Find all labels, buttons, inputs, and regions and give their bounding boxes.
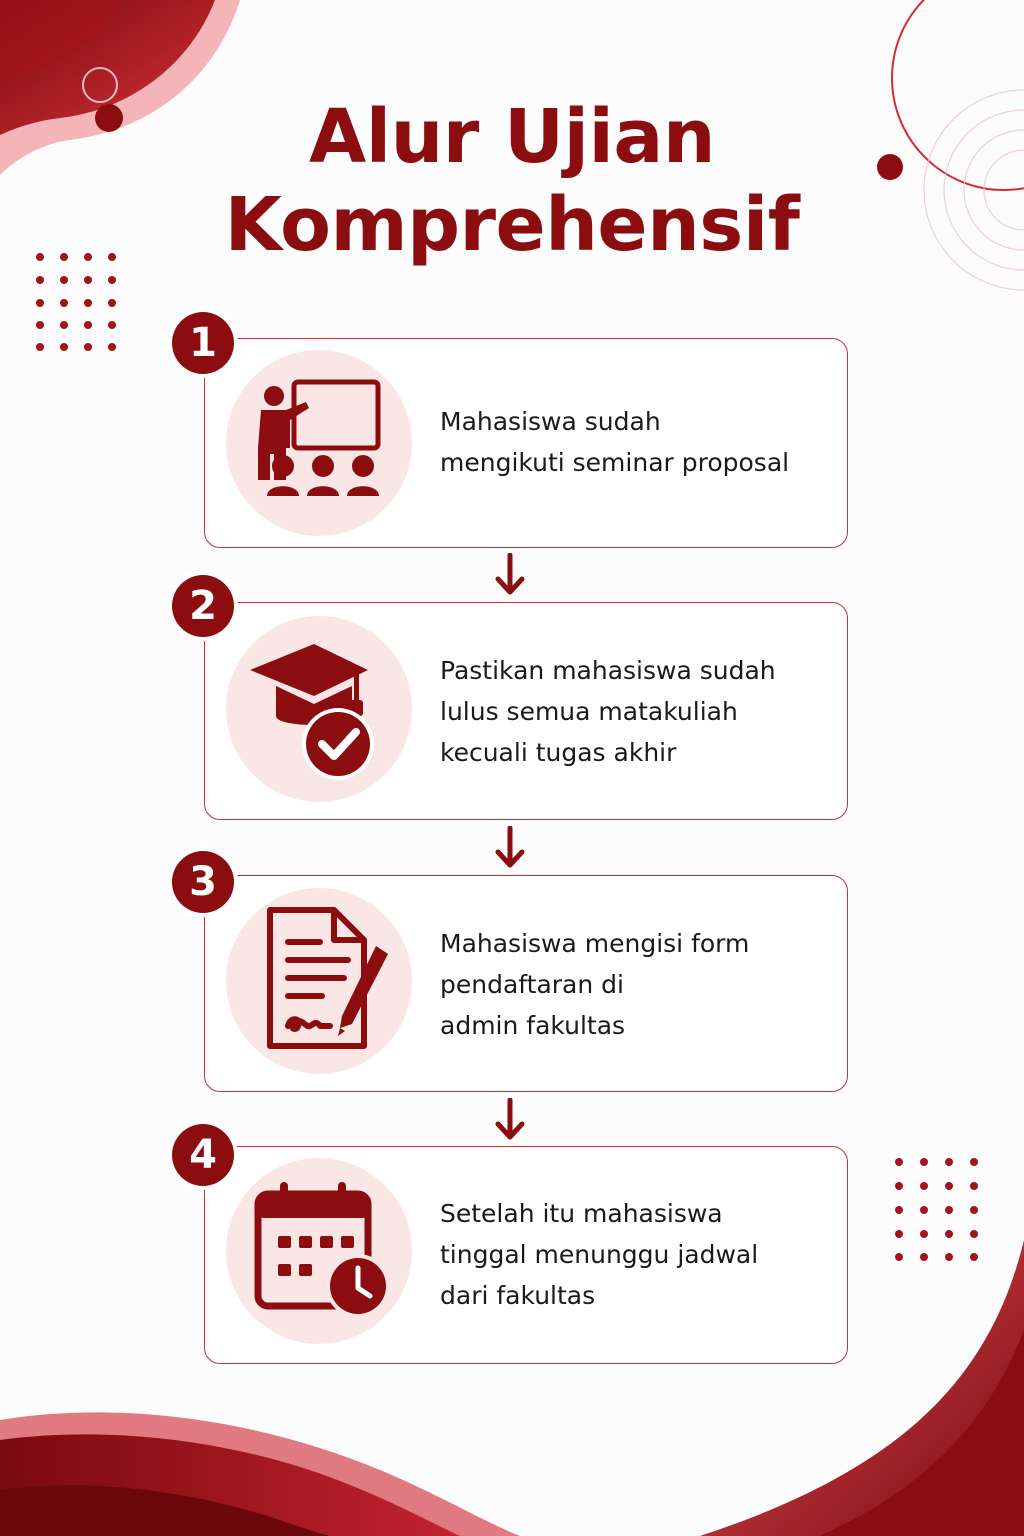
arrow-down-icon <box>495 1098 525 1140</box>
step-4-line-3: dari fakultas <box>440 1281 596 1310</box>
step-4-line-2: tinggal menunggu jadwal <box>440 1240 759 1269</box>
step-1-line-2: mengikuti seminar proposal <box>440 448 790 477</box>
step-2-line-3: kecuali tugas akhir <box>440 738 677 767</box>
step-3-line-3: admin fakultas <box>440 1011 626 1040</box>
arrow-down-icon <box>495 553 525 595</box>
step-3-line-1: Mahasiswa mengisi form <box>440 929 750 958</box>
step-4-line-1: Setelah itu mahasiswa <box>440 1199 723 1228</box>
page-title-line-1: Alur Ujian <box>308 94 716 180</box>
corner-blob-bottom-left <box>0 1412 520 1536</box>
step-number-badge-3: 3 <box>172 851 234 913</box>
graduation-cap-check-icon <box>226 616 412 802</box>
step-number-badge-1: 1 <box>172 312 234 374</box>
step-description-3: Mahasiswa mengisi form pendaftaran di ad… <box>440 923 830 1046</box>
calendar-clock-icon <box>226 1158 412 1344</box>
arrow-down-icon <box>495 826 525 868</box>
step-3-line-2: pendaftaran di <box>440 970 624 999</box>
page-title-line-2: Komprehensif <box>224 182 800 268</box>
step-description-2: Pastikan mahasiswa sudah lulus semua mat… <box>440 650 830 773</box>
step-description-1: Mahasiswa sudah mengikuti seminar propos… <box>440 401 830 483</box>
step-1-line-1: Mahasiswa sudah <box>440 407 661 436</box>
dot-grid-right <box>895 1158 978 1261</box>
step-description-4: Setelah itu mahasiswa tinggal menunggu j… <box>440 1193 830 1316</box>
step-2-line-2: lulus semua matakuliah <box>440 697 738 726</box>
step-2-line-1: Pastikan mahasiswa sudah <box>440 656 776 685</box>
step-number-badge-2: 2 <box>172 575 234 637</box>
presentation-teacher-icon <box>226 350 412 536</box>
step-number-badge-4: 4 <box>172 1124 234 1186</box>
form-document-pen-icon <box>226 888 412 1074</box>
